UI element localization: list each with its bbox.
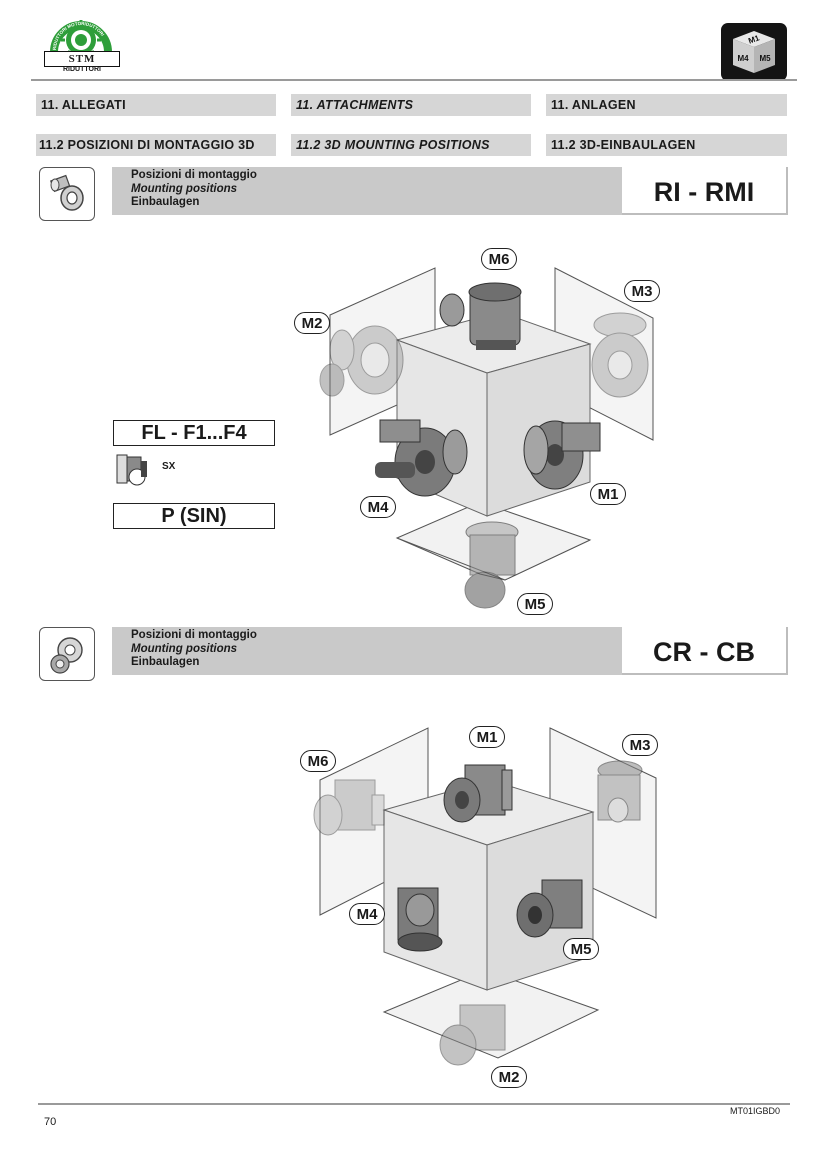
logo-wordmark: STM bbox=[44, 51, 120, 67]
mounting-positions-header-2: Posizioni di montaggio Mounting position… bbox=[112, 627, 788, 675]
gearbox-m3-cr bbox=[597, 760, 643, 823]
subsection-title-it: 11.2 POSIZIONI DI MONTAGGIO 3D bbox=[36, 134, 276, 156]
gearbox-m1 bbox=[523, 420, 601, 490]
position-label-m6: M6 bbox=[481, 248, 517, 270]
position-label-m1: M1 bbox=[590, 483, 626, 505]
gearbox-m6 bbox=[439, 282, 522, 350]
section-title-en: 11. ATTACHMENTS bbox=[291, 94, 531, 116]
mounting-diagram-cr-cb bbox=[313, 727, 657, 1066]
gearbox-m2 bbox=[319, 325, 404, 397]
gearbox-m4-cr bbox=[397, 887, 443, 952]
mounting-positions-badge: M1 M4 M5 bbox=[721, 23, 787, 81]
flange-label: FL - F1...F4 bbox=[113, 420, 275, 446]
section-title-de: 11. ANLAGEN bbox=[546, 94, 787, 116]
gearbox-m2-cr bbox=[439, 1004, 506, 1066]
section-title-it: 11. ALLEGATI bbox=[36, 94, 276, 116]
gearbox-m6-cr bbox=[313, 779, 385, 836]
gearbox-code-2: CR - CB bbox=[622, 627, 788, 675]
badge-label-m4: M4 bbox=[737, 54, 749, 63]
page-number: 70 bbox=[44, 1116, 57, 1128]
label-de-2: Einbaulagen bbox=[131, 656, 200, 668]
badge-label-m5: M5 bbox=[759, 54, 771, 63]
gearbox-m5-cr bbox=[516, 879, 583, 938]
subsection-title-en: 11.2 3D MOUNTING POSITIONS bbox=[291, 134, 531, 156]
position-label-m2-cr: M2 bbox=[491, 1066, 527, 1088]
gearbox-m1-cr bbox=[443, 764, 513, 823]
label-de: Einbaulagen bbox=[131, 196, 200, 208]
position-label-m1-cr: M1 bbox=[469, 726, 505, 748]
position-label-m2: M2 bbox=[294, 312, 330, 334]
position-label-m4: M4 bbox=[360, 496, 396, 518]
label-it: Posizioni di montaggio bbox=[131, 169, 257, 181]
subsection-title-de: 11.2 3D-EINBAULAGEN bbox=[546, 134, 787, 156]
gearbox-code: RI - RMI bbox=[622, 167, 788, 215]
gearbox-type-icon-2 bbox=[39, 627, 95, 681]
gearbox-type-icon bbox=[39, 167, 95, 221]
position-label-m3: M3 bbox=[624, 280, 660, 302]
variant-label: P (SIN) bbox=[113, 503, 275, 529]
footer-rule bbox=[38, 1103, 790, 1105]
mounting-positions-header-1: Posizioni di montaggio Mounting position… bbox=[112, 167, 788, 215]
gearbox-m3 bbox=[591, 312, 649, 398]
label-en: Mounting positions bbox=[131, 182, 238, 195]
header-rule bbox=[31, 79, 797, 81]
label-en-2: Mounting positions bbox=[131, 642, 238, 655]
position-label-m5-cr: M5 bbox=[563, 938, 599, 960]
gearbox-m4 bbox=[375, 419, 468, 497]
logo-subtext: RIDUTTORI bbox=[63, 66, 101, 73]
side-label: SX bbox=[162, 461, 176, 472]
position-label-m6-cr: M6 bbox=[300, 750, 336, 772]
position-label-m4-cr: M4 bbox=[349, 903, 385, 925]
badge-label-m1: M1 bbox=[747, 33, 761, 45]
position-label-m3-cr: M3 bbox=[622, 734, 658, 756]
gearbox-m5 bbox=[464, 521, 519, 609]
mounting-diagram-ri-rmi bbox=[319, 267, 654, 609]
label-it-2: Posizioni di montaggio bbox=[131, 629, 257, 641]
document-code: MT01IGBD0 bbox=[730, 1106, 781, 1116]
sx-orientation-icon bbox=[116, 454, 147, 486]
position-label-m5: M5 bbox=[517, 593, 553, 615]
